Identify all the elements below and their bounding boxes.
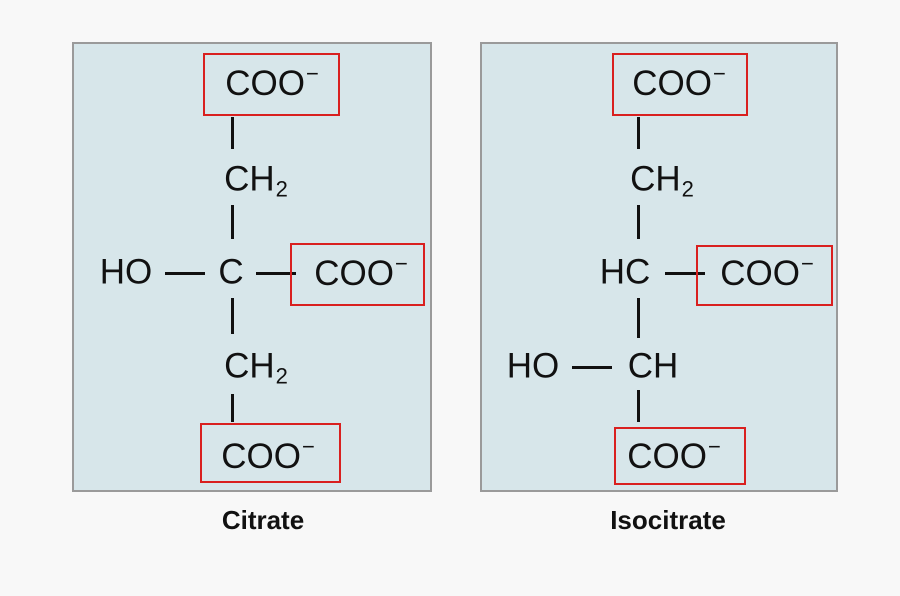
isocitrate-ch: CH	[627, 346, 679, 386]
citrate-top-carboxylate-highlight	[203, 53, 340, 116]
citrate-side-carboxylate-highlight	[290, 243, 425, 306]
citrate-caption: Citrate	[221, 505, 305, 535]
citrate-side-carboxylate: COO−	[314, 251, 408, 293]
isocitrate-bond-2	[637, 205, 640, 239]
isocitrate-hc: HC	[599, 252, 651, 292]
citrate-bond-4	[231, 394, 234, 422]
isocitrate-bond-4	[637, 390, 640, 422]
isocitrate-bottom-carboxylate-highlight	[614, 427, 746, 485]
citrate-hydroxyl: HO	[99, 252, 153, 292]
isocitrate-upper-ch2: CH2	[630, 159, 694, 202]
isocitrate-bond-1	[637, 117, 640, 149]
citrate-lower-ch2: CH2	[224, 346, 288, 389]
citrate-bond-1	[231, 117, 234, 149]
isocitrate-side-carboxylate: COO−	[720, 251, 814, 293]
isocitrate-panel	[480, 42, 838, 492]
citrate-bottom-carboxylate: COO−	[221, 434, 315, 476]
isocitrate-bond-side	[665, 272, 705, 275]
isocitrate-side-carboxylate-highlight	[696, 245, 833, 306]
isocitrate-bond-ho	[572, 366, 612, 369]
isocitrate-bond-3	[637, 298, 640, 338]
citrate-bond-ho	[165, 272, 205, 275]
citrate-panel	[72, 42, 432, 492]
isocitrate-hydroxyl: HO	[506, 346, 560, 386]
citrate-central-carbon: C	[218, 252, 244, 292]
citrate-top-carboxylate: COO−	[225, 61, 319, 103]
isocitrate-top-carboxylate: COO−	[632, 61, 726, 103]
isocitrate-caption: Isocitrate	[610, 505, 726, 535]
citrate-bond-side	[256, 272, 296, 275]
citrate-bond-3	[231, 298, 234, 334]
isocitrate-bottom-carboxylate: COO−	[627, 434, 721, 476]
isocitrate-top-carboxylate-highlight	[612, 53, 748, 116]
citrate-upper-ch2: CH2	[224, 159, 288, 202]
citrate-bottom-carboxylate-highlight	[200, 423, 341, 483]
citrate-bond-2	[231, 205, 234, 239]
